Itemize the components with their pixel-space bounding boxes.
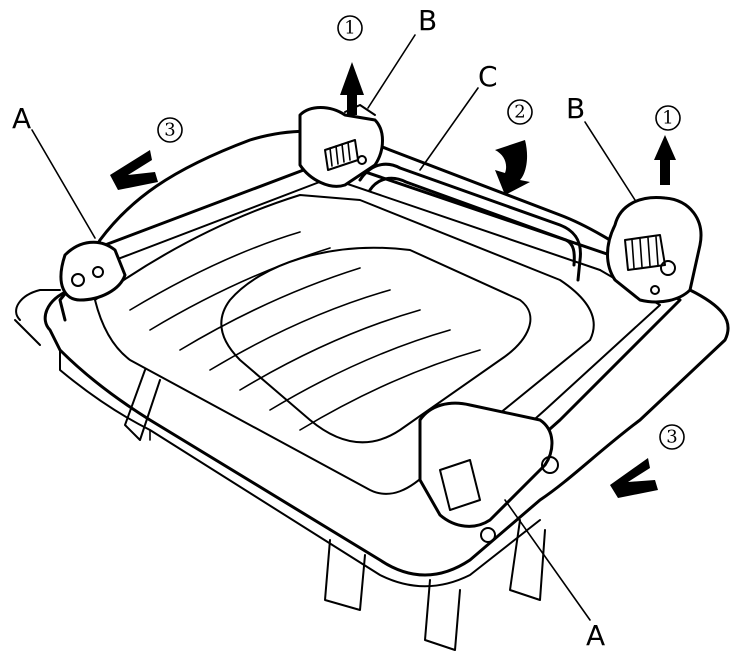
- callout-b-right: B: [566, 92, 585, 125]
- seat-frame: [58, 158, 682, 502]
- step-1-left-number: 1: [344, 18, 355, 39]
- step-1-right-number: 1: [662, 108, 673, 129]
- left-hinge-b: [298, 104, 384, 188]
- arrow-down-icon: [495, 140, 530, 195]
- step-2: 2: [507, 99, 533, 125]
- right-hinge-b: [606, 195, 703, 304]
- arrow-back-right-icon: [610, 458, 658, 498]
- callout-b-left: B: [418, 4, 437, 37]
- left-latch-a: [14, 240, 127, 346]
- front-strap-left: [124, 369, 161, 441]
- callout-a-left: A: [12, 102, 31, 135]
- step-1-left: 1: [337, 15, 363, 41]
- seat-cushion: [43, 129, 730, 588]
- arrow-up-left-icon: [340, 62, 364, 115]
- step-3-right-number: 3: [666, 427, 677, 448]
- step-3-right: 3: [659, 424, 685, 450]
- step-2-number: 2: [514, 102, 525, 123]
- leader-lines: [31, 34, 636, 621]
- step-3-left: 3: [157, 117, 183, 143]
- callout-c: C: [478, 60, 498, 93]
- step-1-right: 1: [655, 105, 681, 131]
- step-3-left-number: 3: [164, 120, 175, 141]
- callout-a-right: A: [586, 619, 605, 652]
- right-front-latch-a: [324, 401, 559, 651]
- arrow-up-right-icon: [654, 135, 676, 185]
- arrow-back-left-icon: [110, 150, 158, 190]
